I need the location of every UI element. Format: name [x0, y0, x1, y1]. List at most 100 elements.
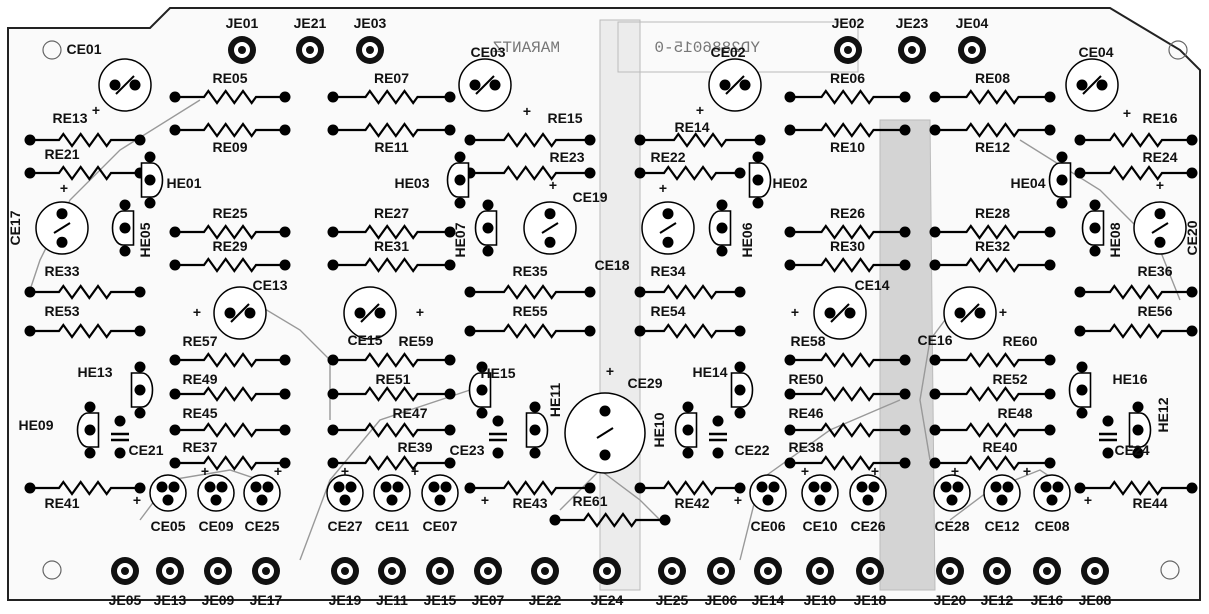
solder-pad: [716, 199, 728, 211]
jack-pin: [866, 567, 874, 575]
small-capacitor-body: [749, 474, 787, 512]
polarity-plus-mark: +: [871, 463, 879, 479]
component-label: CE01: [66, 41, 101, 57]
solder-pad: [1089, 245, 1101, 257]
component-label: CE12: [984, 518, 1019, 534]
solder-pad: [339, 494, 351, 506]
solder-pad: [1132, 447, 1144, 459]
component-label: RE15: [547, 110, 582, 126]
component-label: CE20: [1184, 220, 1200, 255]
jack-pin: [993, 567, 1001, 575]
component-label: JE23: [896, 15, 929, 31]
solder-pad: [974, 307, 986, 319]
component-label: CE23: [449, 442, 484, 458]
resistor-symbol: [790, 224, 905, 240]
resistor-symbol: [175, 257, 285, 273]
solder-pad: [492, 415, 504, 427]
resistor-symbol: [175, 386, 285, 402]
solder-pad: [440, 481, 452, 493]
capacitor-mark: [541, 222, 559, 234]
component-label: RE50: [788, 371, 823, 387]
solder-pad: [168, 481, 180, 493]
small-capacitor-body: [849, 474, 887, 512]
component-label: CE03: [470, 44, 505, 60]
solder-pad: [1076, 407, 1088, 419]
component-label: RE48: [997, 405, 1032, 421]
solder-pad: [820, 481, 832, 493]
resistor-symbol: [1080, 284, 1192, 300]
solder-pad: [756, 481, 768, 493]
solder-pad: [345, 481, 357, 493]
solder-pad: [716, 245, 728, 257]
solder-pad: [1096, 79, 1108, 91]
component-label: CE27: [327, 518, 362, 534]
solder-pad: [599, 405, 611, 417]
solder-pad: [752, 174, 764, 186]
solder-pad: [380, 481, 392, 493]
polarity-plus-mark: +: [411, 463, 419, 479]
solder-pad: [454, 174, 466, 186]
jack-pin: [968, 46, 976, 54]
solder-pad: [114, 447, 126, 459]
component-label: JE10: [804, 592, 837, 608]
resistor-symbol: [175, 122, 285, 138]
solder-pad: [1056, 151, 1068, 163]
copper-area: [879, 119, 936, 591]
copper-trace: [739, 399, 901, 561]
solder-pad: [119, 222, 131, 234]
component-label: CE19: [572, 189, 607, 205]
solder-pad: [1076, 384, 1088, 396]
component-label: RE06: [830, 70, 865, 86]
polarity-plus-mark: +: [696, 102, 704, 118]
solder-pad: [454, 151, 466, 163]
polarity-plus-mark: +: [1084, 492, 1092, 508]
resistor-symbol: [470, 284, 590, 300]
component-label: RE53: [44, 303, 79, 319]
solder-pad: [1040, 481, 1052, 493]
component-label: HE13: [77, 364, 112, 380]
component-label: HE04: [1010, 175, 1045, 191]
solder-pad: [529, 424, 541, 436]
solder-pad: [1046, 494, 1058, 506]
component-label: RE41: [44, 495, 79, 511]
trim-capacitor-mark: [475, 75, 495, 95]
trim-capacitor-mark: [230, 303, 250, 323]
solder-pad: [216, 481, 228, 493]
solder-pad: [814, 494, 826, 506]
solder-pad: [1002, 481, 1014, 493]
resistor-symbol: [640, 480, 740, 496]
component-label: RE36: [1137, 263, 1172, 279]
component-label: RE07: [374, 70, 409, 86]
polarity-plus-mark: +: [193, 304, 201, 320]
component-label: RE29: [212, 238, 247, 254]
polarity-plus-mark: +: [951, 463, 959, 479]
component-label: CE17: [7, 210, 23, 245]
component-label: CE26: [850, 518, 885, 534]
resistor-symbol: [333, 422, 450, 438]
component-label: JE08: [1079, 592, 1112, 608]
component-label: CE08: [1034, 518, 1069, 534]
jack-pin: [717, 567, 725, 575]
resistor-symbol: [30, 480, 140, 496]
resistor-symbol: [333, 257, 450, 273]
component-label: HE07: [452, 222, 468, 257]
solder-pad: [712, 415, 724, 427]
component-label: RE59: [398, 333, 433, 349]
component-label: RE54: [650, 303, 685, 319]
component-label: JE02: [832, 15, 865, 31]
small-capacitor-body: [983, 474, 1021, 512]
component-label: RE35: [512, 263, 547, 279]
solder-pad: [734, 407, 746, 419]
component-label: CE09: [198, 518, 233, 534]
component-label: CE10: [802, 518, 837, 534]
component-label: RE49: [182, 371, 217, 387]
component-label: CE25: [244, 518, 279, 534]
component-label: JE25: [656, 592, 689, 608]
resistor-symbol: [1080, 480, 1192, 496]
resistor-symbol: [30, 132, 140, 148]
solder-pad: [1076, 361, 1088, 373]
jack-pin: [341, 567, 349, 575]
resistor-symbol: [935, 422, 1050, 438]
jack-pin: [668, 567, 676, 575]
solder-pad: [734, 361, 746, 373]
